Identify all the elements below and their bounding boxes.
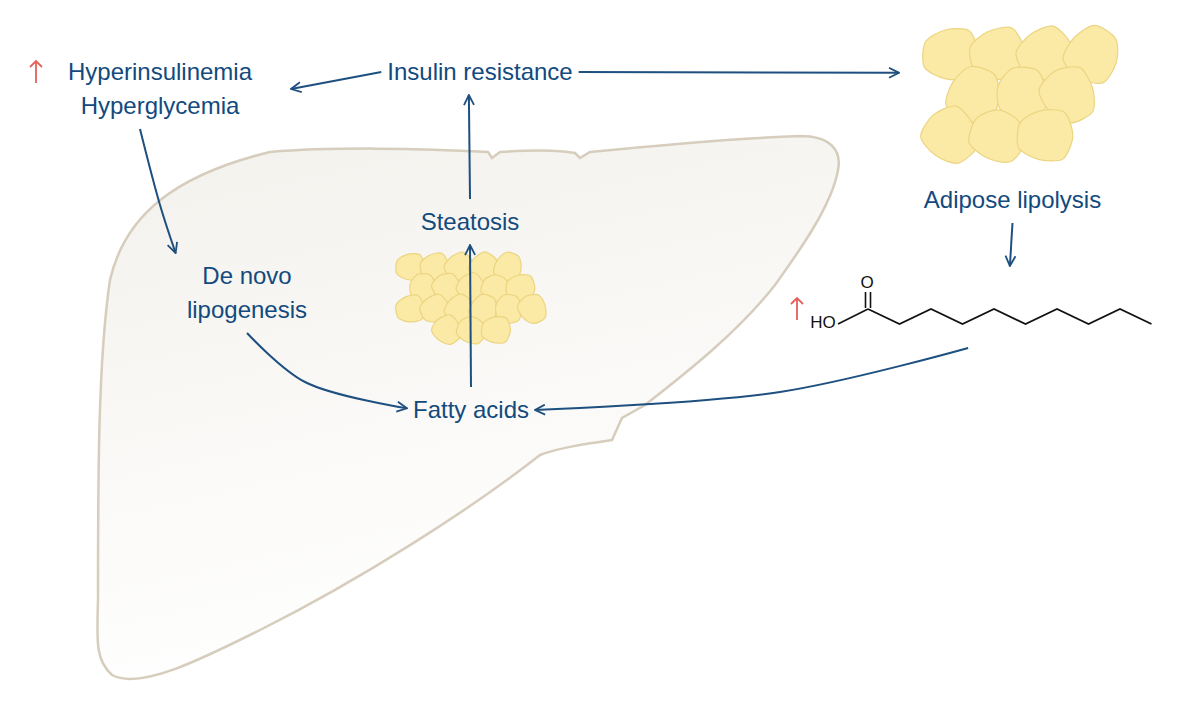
process-label: Insulin resistance [387, 55, 572, 89]
fatty-acid-molecule: O HO [800, 272, 1160, 342]
fat-cell [517, 294, 546, 323]
process-label: De novo lipogenesis [162, 259, 332, 327]
node-label: Adipose lipolysis [905, 183, 1120, 217]
process-label: Steatosis [421, 205, 520, 239]
node-label: Fatty acids [413, 393, 529, 427]
atom-label: O [860, 273, 873, 293]
increase-arrow [791, 298, 803, 320]
adipocyte-cluster [905, 5, 1120, 217]
flow-arrow [140, 129, 176, 253]
node-label: Steatosis [421, 205, 520, 239]
increase-arrow [30, 61, 42, 83]
node-label: Hyperinsulinemia Hyperglycemia [35, 55, 285, 123]
fat-cell [481, 317, 510, 344]
flow-arrow [469, 245, 472, 387]
atom-label: HO [810, 313, 836, 333]
flow-arrow [469, 95, 470, 199]
flow-arrow [535, 348, 968, 410]
flow-arrow [579, 71, 899, 74]
liver-outline [97, 136, 838, 679]
carboxyl-bonds [838, 292, 871, 324]
fat-cell [1017, 110, 1073, 161]
flow-arrow [291, 72, 381, 89]
fatty-acid-structure [800, 272, 1160, 342]
node-label: Insulin resistance [387, 55, 572, 89]
flow-arrow [1010, 223, 1013, 266]
carbon-chain [868, 309, 1152, 324]
process-label: Hyperinsulinemia Hyperglycemia [35, 55, 285, 123]
node-label: De novo lipogenesis [162, 259, 332, 327]
adipose-tissue: Adipose lipolysis [905, 5, 1120, 217]
flow-arrow [247, 333, 407, 408]
process-label: Fatty acids [413, 393, 529, 427]
